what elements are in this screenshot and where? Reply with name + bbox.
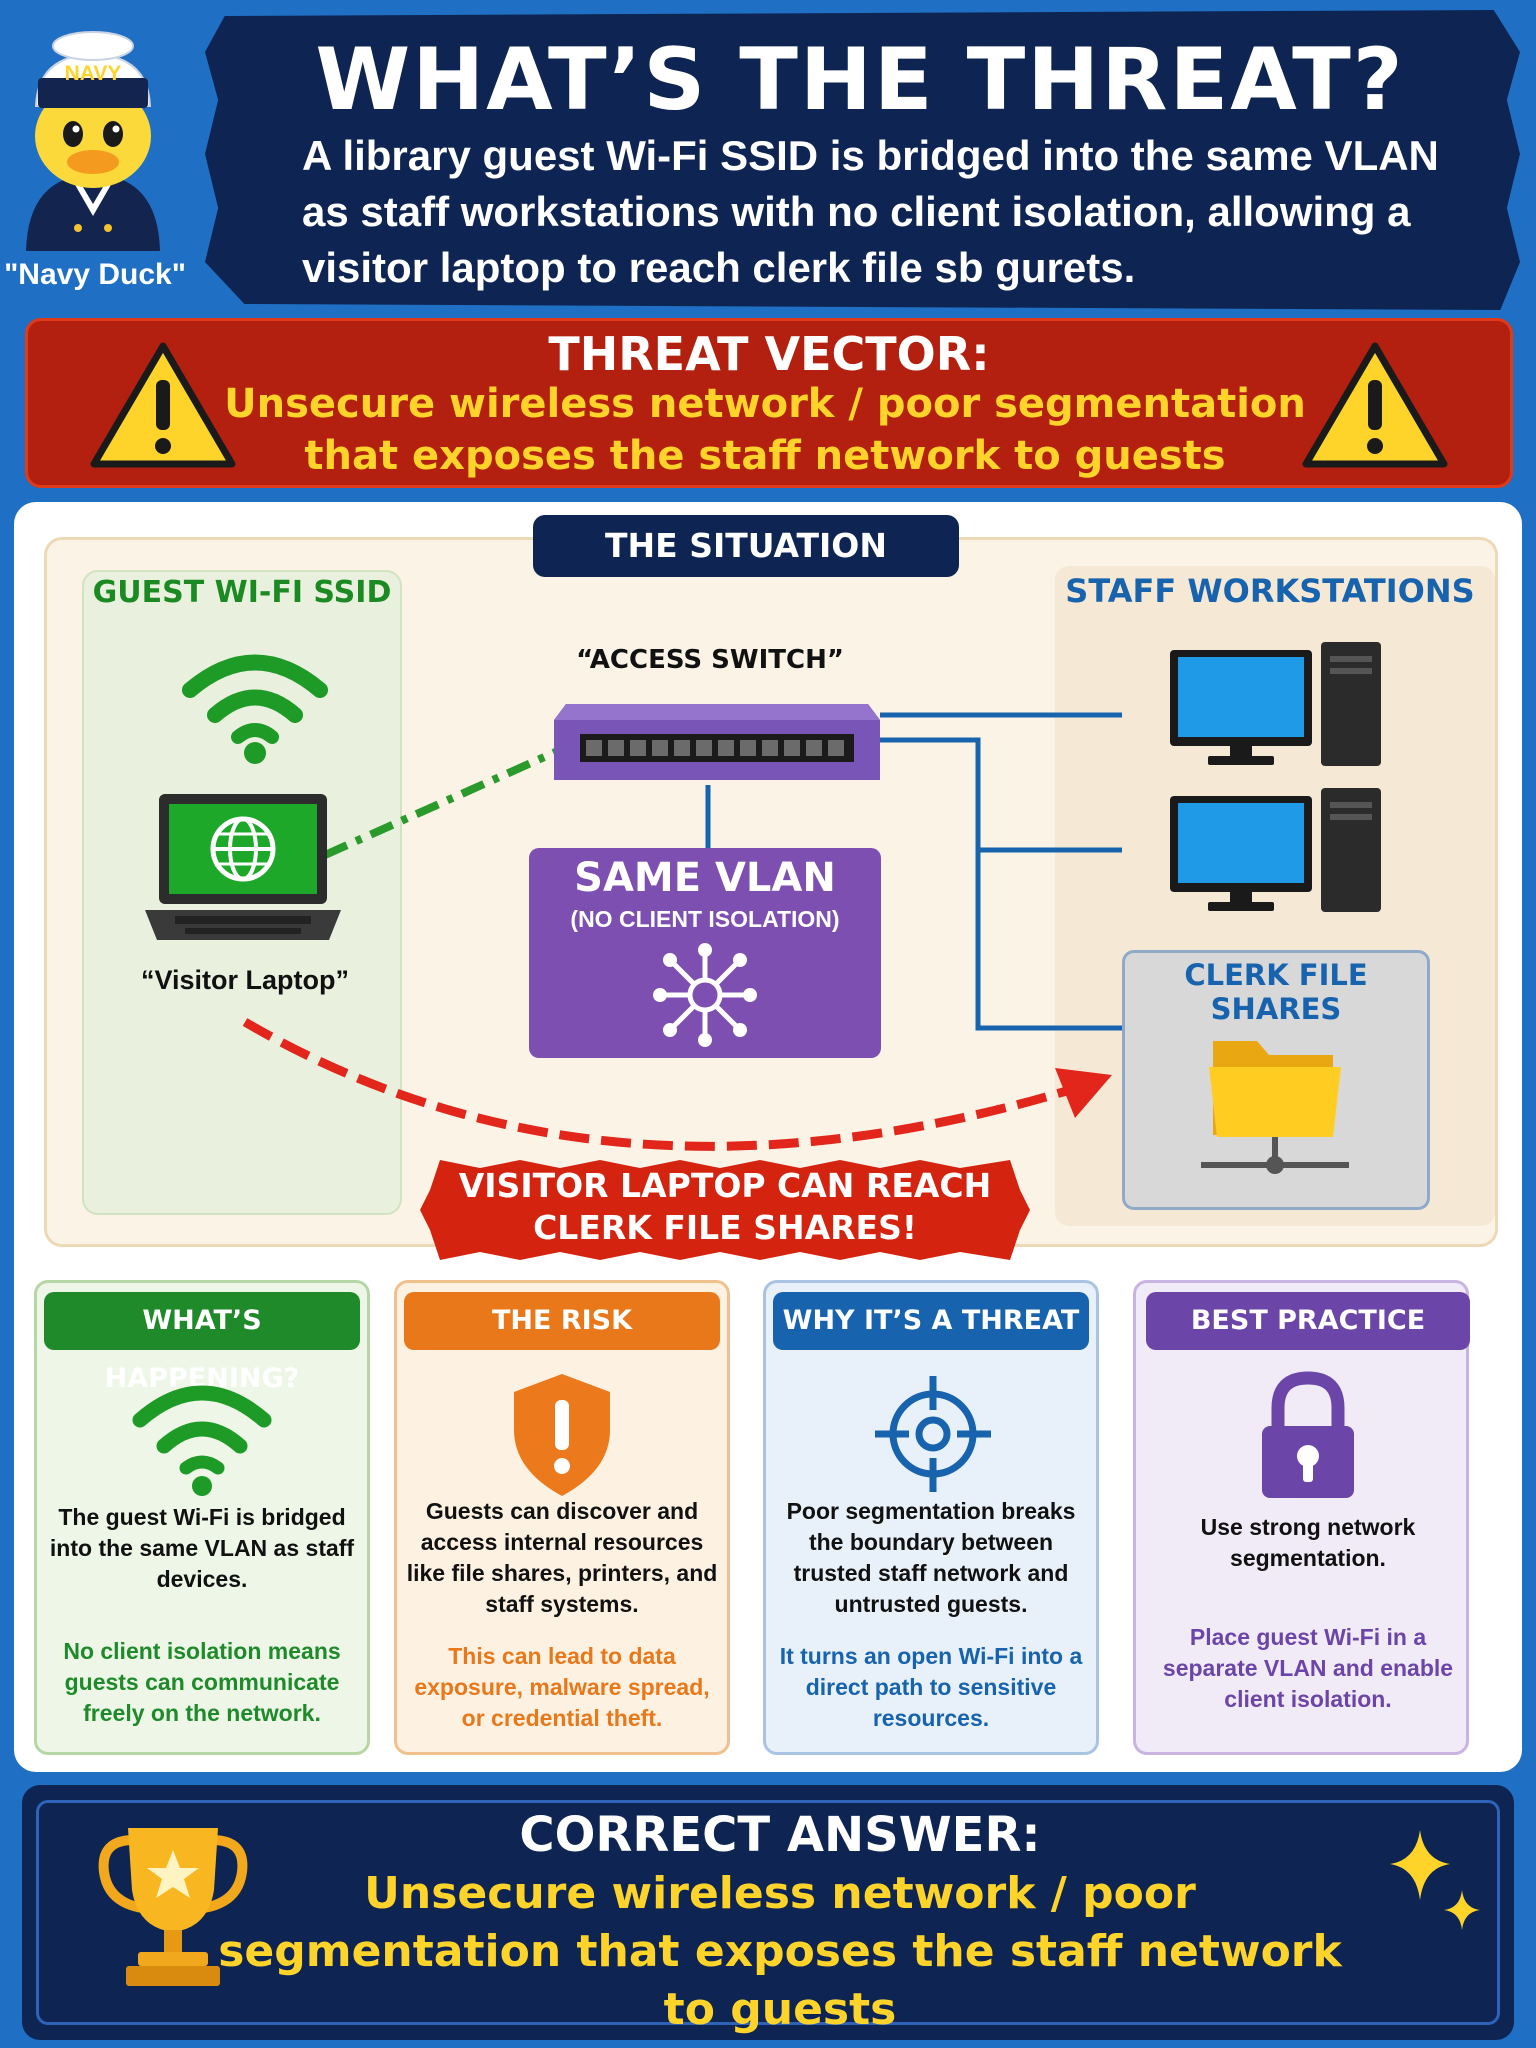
card-title: WHY IT’S A THREAT (773, 1292, 1089, 1350)
lock-icon (1262, 1371, 1354, 1498)
card-body: Use strong network segmentation. (1200, 1514, 1416, 1571)
navy-duck-mascot-icon (26, 31, 160, 251)
file-share-folder-icon (1201, 1041, 1349, 1174)
staff-workstations-label: STAFF WORKSTATIONS (1065, 572, 1475, 610)
visitor-laptop-label: “Visitor Laptop” (140, 965, 349, 995)
card-the-risk (394, 1280, 730, 1755)
wifi-icon (132, 1385, 272, 1496)
card-note: It turns an open Wi-Fi into a direct pat… (779, 1643, 1083, 1731)
card-whats-happening (34, 1280, 370, 1755)
card-note: Place guest Wi-Fi in a separate VLAN and… (1162, 1624, 1454, 1712)
same-vlan-title: SAME VLAN (574, 855, 836, 901)
correct-answer-banner (22, 1785, 1514, 2040)
card-title: BEST PRACTICE (1146, 1292, 1470, 1350)
network-connections (242, 712, 1122, 1151)
shield-alert-icon (514, 1374, 610, 1496)
situation-tab: THE SITUATION (533, 515, 959, 577)
warning-icon (90, 342, 236, 468)
visitor-laptop-icon (145, 794, 341, 940)
page-title: WHAT’S THE THREAT? (315, 30, 1405, 130)
network-hub-icon (653, 943, 757, 1047)
card-body: Guests can discover and access internal … (406, 1498, 718, 1617)
correct-answer-text: Unsecure wireless network / poor segment… (218, 1868, 1342, 2035)
workstation-icon (1170, 642, 1381, 766)
trophy-icon (98, 1828, 248, 1986)
access-switch-label: “ACCESS SWITCH” (576, 645, 844, 675)
card-body: Poor segmentation breaks the boundary be… (786, 1498, 1076, 1617)
warning-icon (1302, 342, 1448, 468)
access-switch-icon (554, 704, 880, 780)
header-banner (205, 10, 1520, 310)
threat-vector-title: THREAT VECTOR: (548, 327, 990, 381)
guest-wifi-label: GUEST WI-FI SSID (92, 575, 392, 610)
mascot-cap-text: NAVY (64, 62, 122, 85)
card-best-practice (1133, 1280, 1469, 1755)
card-note: This can lead to data exposure, malware … (414, 1643, 710, 1731)
card-body: The guest Wi-Fi is bridged into the same… (49, 1504, 355, 1592)
correct-answer-frame (36, 1800, 1500, 2025)
card-title: WHAT’S HAPPENING? (44, 1292, 360, 1394)
clerk-file-shares-label: CLERK FILE SHARES (1184, 958, 1368, 1026)
clerk-file-shares-box (1122, 950, 1430, 1210)
card-why-threat (763, 1280, 1099, 1755)
correct-answer-title: CORRECT ANSWER: (519, 1807, 1041, 1863)
wifi-icon (182, 654, 328, 764)
scenario-description: A library guest Wi-Fi SSID is bridged in… (302, 132, 1439, 291)
sparkle-icon (1390, 1830, 1480, 1930)
threat-vector-banner (25, 318, 1513, 488)
workstation-icon (1170, 788, 1381, 912)
alert-text: VISITOR LAPTOP CAN REACH CLERK FILE SHAR… (458, 1166, 992, 1247)
card-note: No client isolation means guests can com… (63, 1638, 341, 1726)
mascot-name: "Navy Duck" (4, 258, 186, 291)
target-crosshair-icon (875, 1376, 991, 1492)
card-title: THE RISK (404, 1292, 720, 1350)
alert-burst (420, 1160, 1030, 1260)
same-vlan-subtitle: (NO CLIENT ISOLATION) (570, 906, 840, 932)
threat-vector-text: Unsecure wireless network / poor segment… (224, 381, 1306, 479)
